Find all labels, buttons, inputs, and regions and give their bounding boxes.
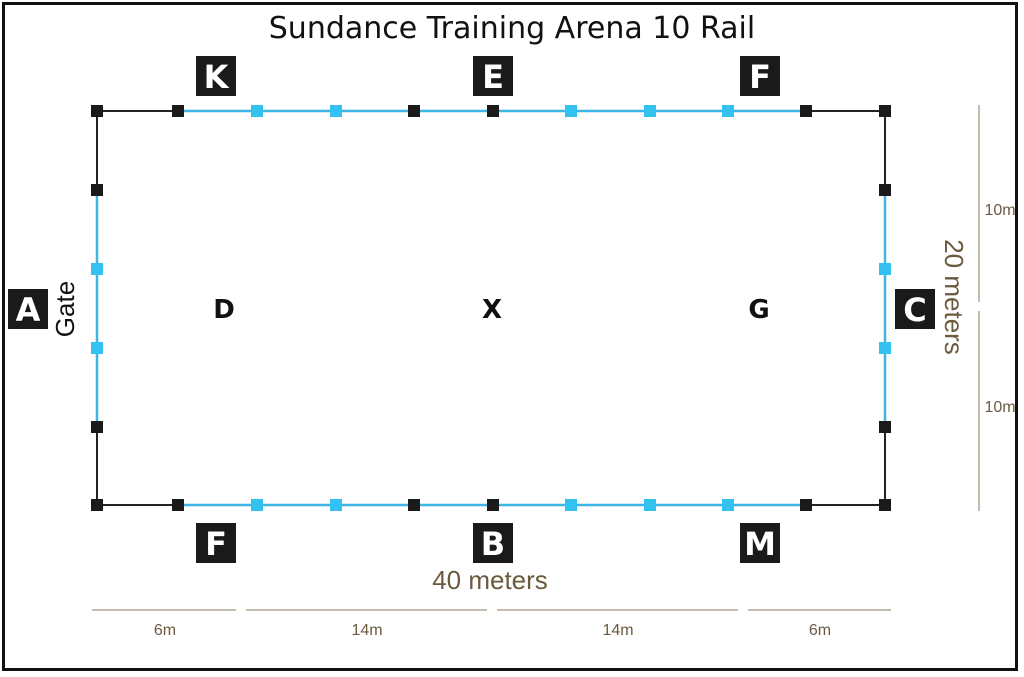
post-blue xyxy=(644,499,656,511)
arena-rails xyxy=(95,109,887,507)
arena-posts xyxy=(91,105,891,511)
post-black xyxy=(879,184,891,196)
post-blue xyxy=(330,499,342,511)
marker-c: C xyxy=(895,289,935,329)
post-blue xyxy=(722,105,734,117)
marker-a: A xyxy=(8,289,48,329)
marker-label: B xyxy=(481,525,505,563)
post-blue xyxy=(879,263,891,275)
marker-label: F xyxy=(749,58,771,96)
segment-label: 14m xyxy=(351,622,382,639)
post-blue xyxy=(644,105,656,117)
marker-e: E xyxy=(473,56,513,96)
segment-label: 6m xyxy=(809,622,831,639)
marker-label: F xyxy=(205,525,227,563)
marker-label: C xyxy=(903,291,926,329)
marker-label: M xyxy=(744,525,776,563)
post-black xyxy=(879,421,891,433)
post-black xyxy=(91,499,103,511)
marker-k: K xyxy=(196,56,236,96)
post-black xyxy=(879,105,891,117)
post-black xyxy=(91,184,103,196)
post-black xyxy=(91,421,103,433)
post-blue xyxy=(565,499,577,511)
post-black xyxy=(172,105,184,117)
segment-label: 10m xyxy=(984,399,1015,416)
post-blue xyxy=(879,342,891,354)
marker-f-bottom: F xyxy=(196,523,236,563)
post-black xyxy=(800,499,812,511)
post-black xyxy=(408,105,420,117)
post-blue xyxy=(251,105,263,117)
post-black xyxy=(408,499,420,511)
inner-letter-x: X xyxy=(482,295,502,325)
inner-letter-d: D xyxy=(213,295,235,325)
diagram-title: Sundance Training Arena 10 Rail xyxy=(269,11,755,46)
segment-label: 10m xyxy=(984,202,1015,219)
segment-label: 14m xyxy=(602,622,633,639)
gate-label: Gate xyxy=(50,281,80,337)
post-blue xyxy=(330,105,342,117)
marker-m: M xyxy=(740,523,780,563)
marker-label: A xyxy=(16,291,41,329)
post-black xyxy=(879,499,891,511)
marker-label: K xyxy=(204,58,230,96)
post-blue xyxy=(91,263,103,275)
post-black xyxy=(172,499,184,511)
segment-label: 6m xyxy=(154,622,176,639)
inner-letter-g: G xyxy=(748,295,769,325)
length-label: 40 meters xyxy=(432,565,548,595)
post-blue xyxy=(91,342,103,354)
marker-f-top: F xyxy=(740,56,780,96)
post-black xyxy=(91,105,103,117)
width-label: 20 meters xyxy=(939,239,969,355)
post-black xyxy=(487,499,499,511)
post-blue xyxy=(251,499,263,511)
marker-b: B xyxy=(473,523,513,563)
post-black xyxy=(800,105,812,117)
post-blue xyxy=(565,105,577,117)
post-black xyxy=(487,105,499,117)
post-blue xyxy=(722,499,734,511)
marker-label: E xyxy=(482,58,504,96)
